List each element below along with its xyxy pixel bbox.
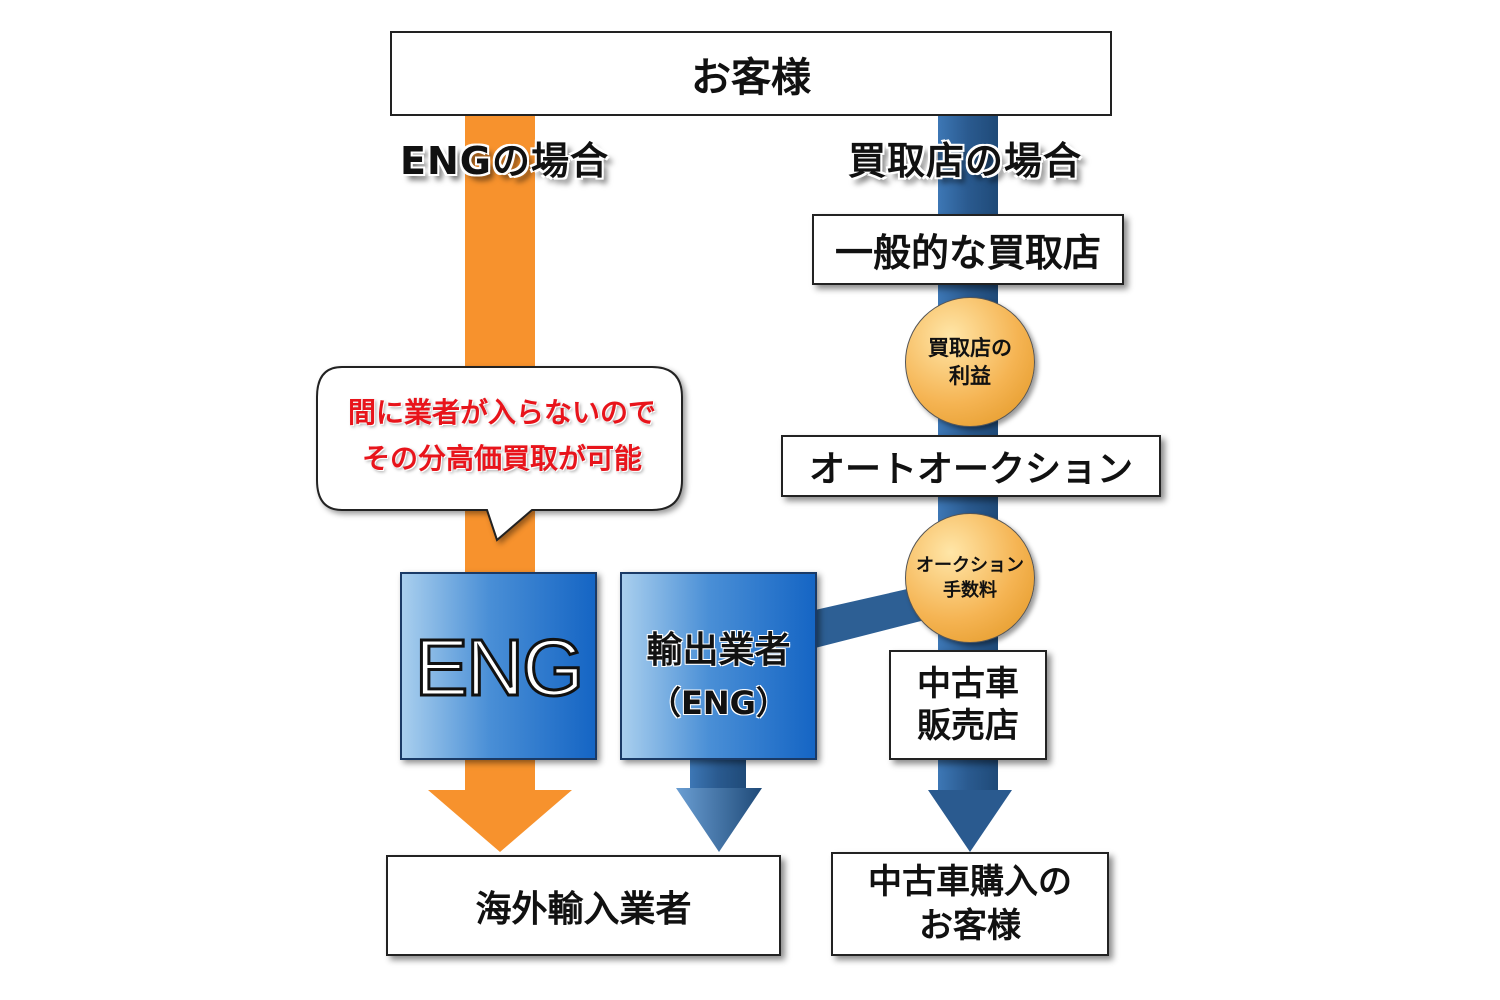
used-car-dealer-box: 中古車 販売店 [889, 650, 1047, 760]
auto-auction-label: オートオークション [808, 449, 1133, 490]
shop-profit-label: 買取店の 利益 [928, 336, 1012, 388]
exporter-label: 輸出業者 [646, 630, 791, 671]
exporter-sub-label: （ENG） [649, 684, 788, 722]
customer-top-label: お客様 [691, 54, 811, 101]
eng-logo-box: ENG [400, 572, 597, 760]
general-shop-box: 一般的な買取店 [812, 214, 1124, 285]
general-shop-label: 一般的な買取店 [834, 231, 1101, 275]
exporter-box: 輸出業者 （ENG） [620, 572, 817, 760]
eng-logo: ENG [413, 622, 585, 714]
used-car-buyer-label: 中古車購入の お客様 [868, 862, 1072, 946]
used-car-dealer-label: 中古車 販売店 [917, 664, 1019, 746]
used-car-buyer-box: 中古車購入の お客様 [831, 852, 1109, 956]
auction-fee-label: オークション 手数料 [916, 555, 1024, 601]
customer-top-box: お客様 [390, 31, 1112, 116]
exporter-arrow-head [676, 788, 762, 852]
callout-bubble [316, 366, 683, 542]
eng-case-heading: ENGの場合 [400, 139, 609, 183]
blue-arrow-head [928, 790, 1012, 852]
overseas-importer-label: 海外輸入業者 [475, 888, 692, 930]
exporter-arrow-shaft [690, 760, 746, 790]
shop-profit-circle: 買取店の 利益 [905, 297, 1035, 427]
diagonal-connector [815, 585, 925, 648]
callout-text: 間に業者が入らないので その分高価買取が可能 [347, 396, 656, 475]
orange-arrow-head [428, 790, 572, 852]
shop-case-heading: 買取店の場合 [848, 139, 1083, 183]
auto-auction-box: オートオークション [781, 435, 1161, 497]
overseas-importer-box: 海外輸入業者 [386, 855, 781, 956]
auction-fee-circle: オークション 手数料 [905, 513, 1035, 643]
